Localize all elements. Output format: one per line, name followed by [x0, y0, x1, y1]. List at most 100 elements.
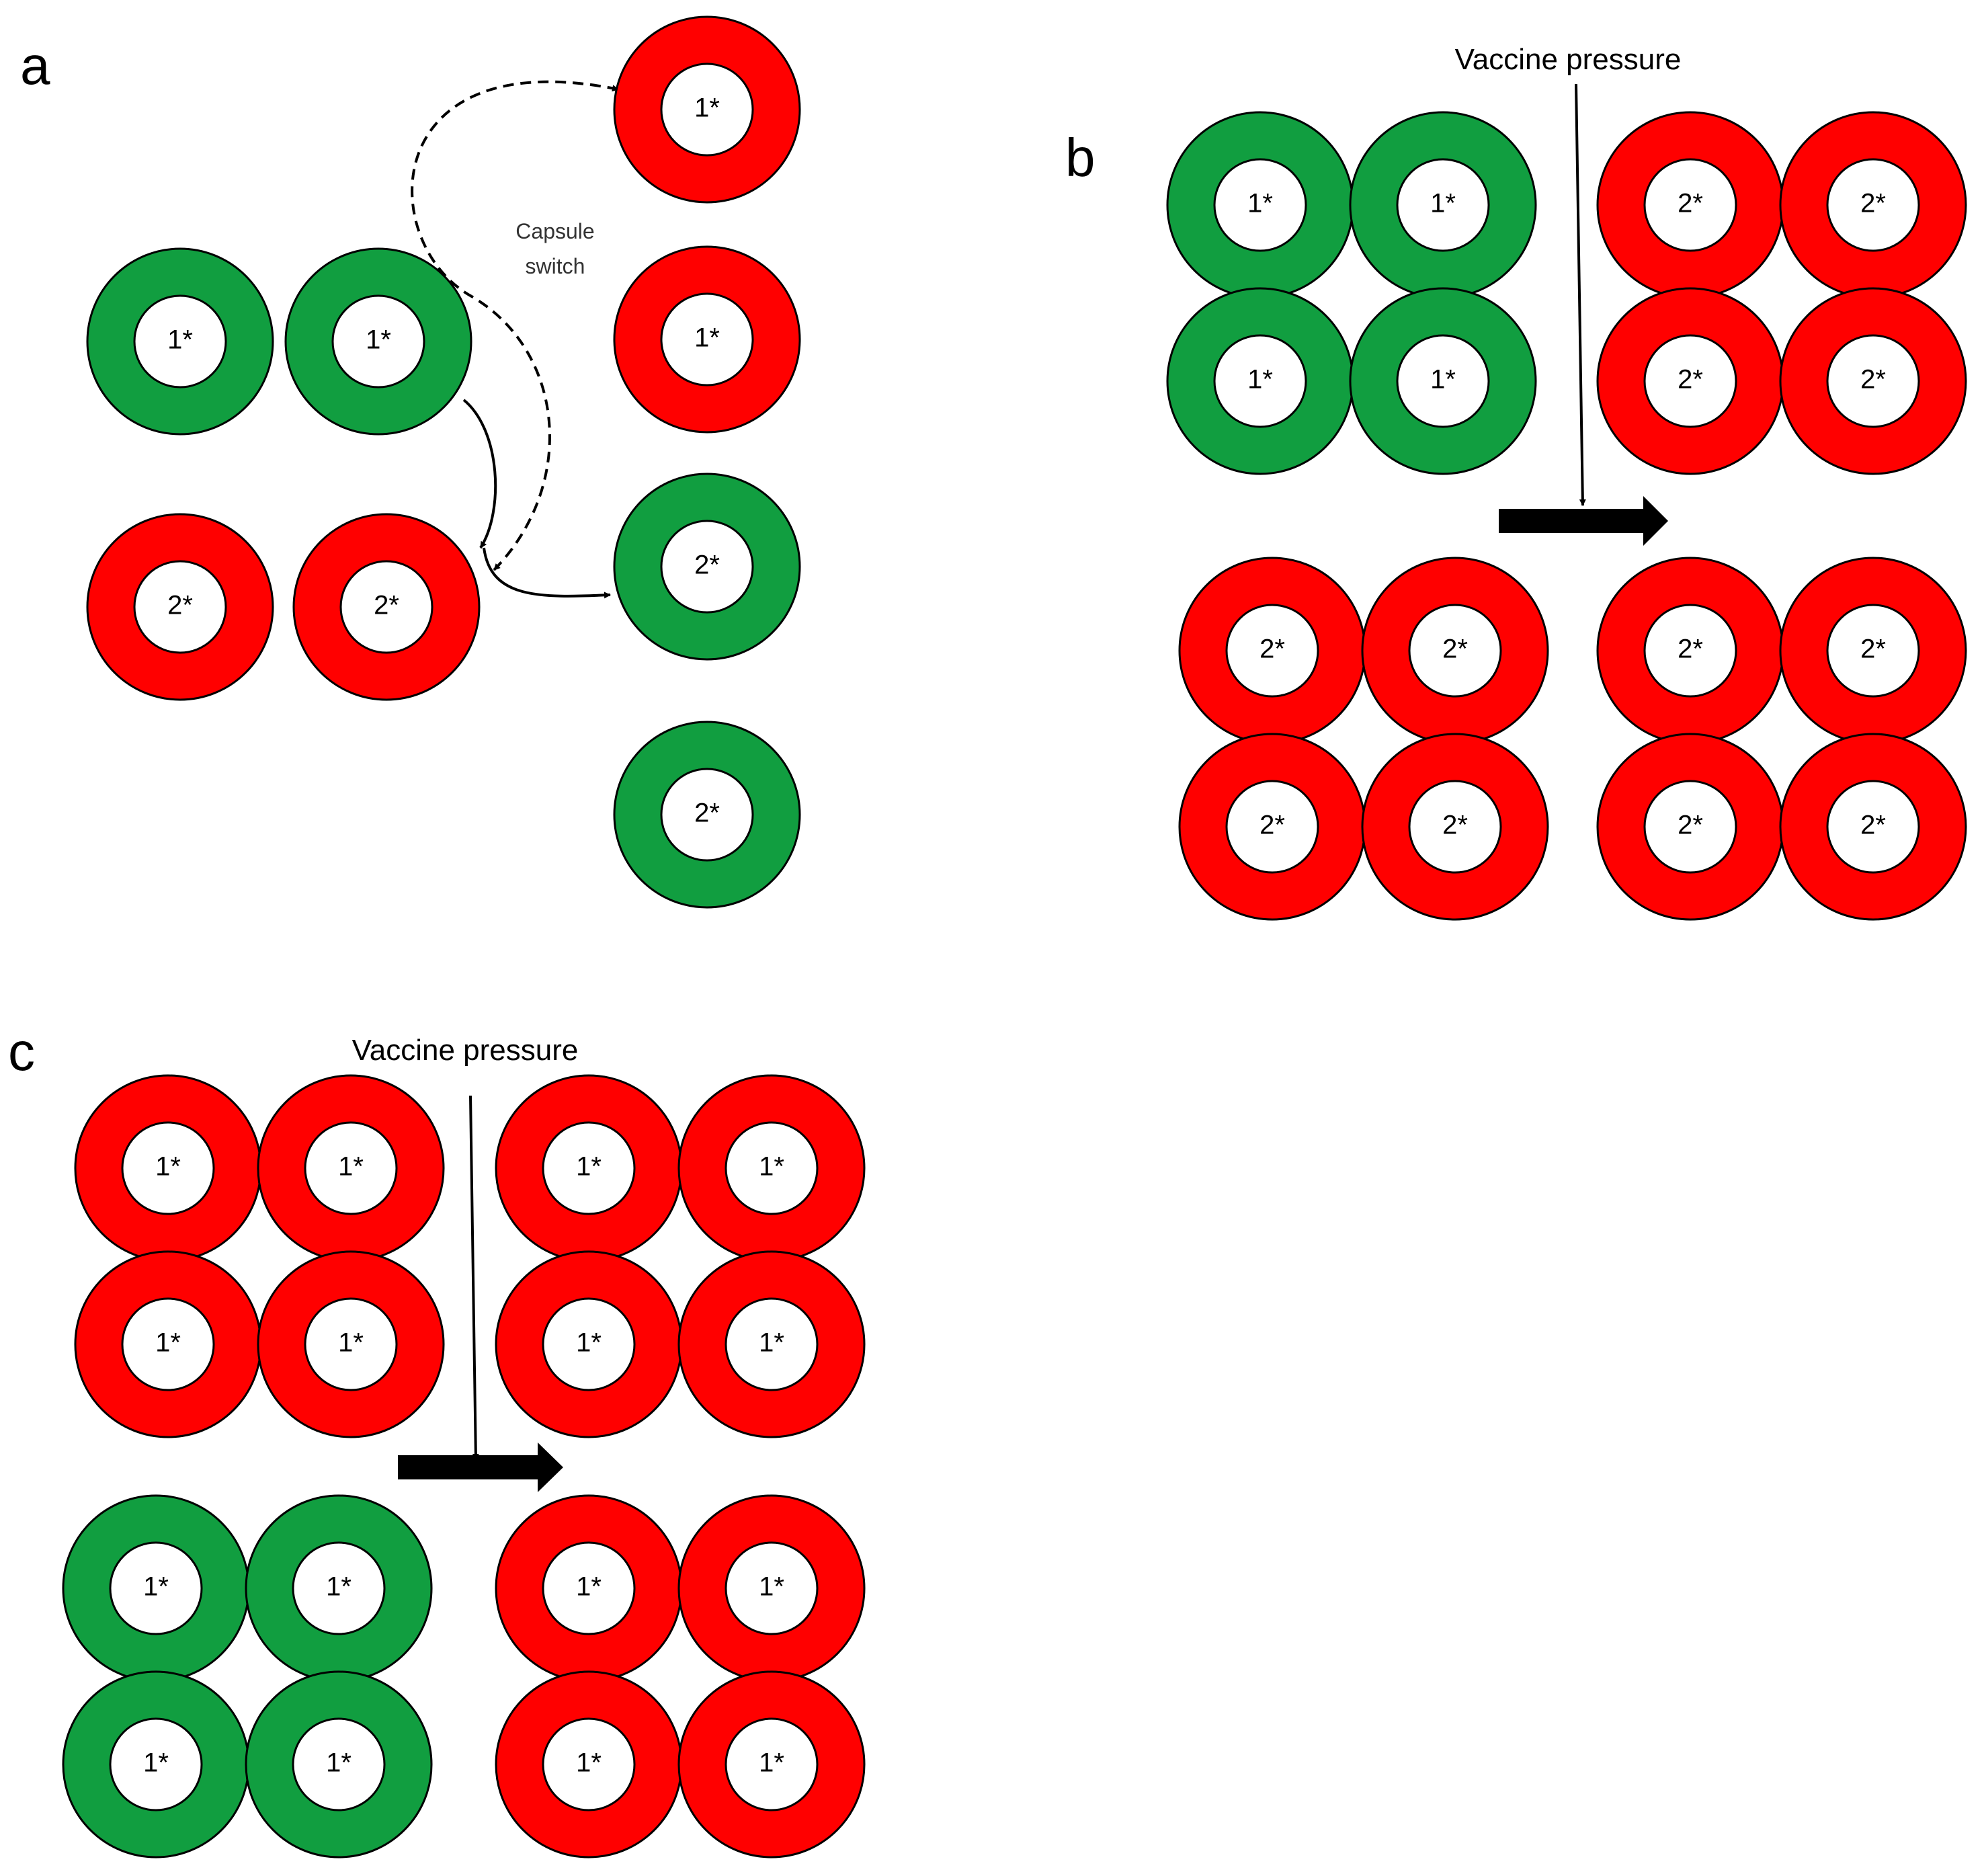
cell-core	[304, 1121, 398, 1215]
panel-label-c: c	[8, 1022, 35, 1082]
serotype-label: 2*	[167, 591, 193, 620]
panel-label-b: b	[1065, 128, 1096, 188]
cell-core	[725, 1297, 819, 1391]
serotype-label: 1*	[1247, 365, 1273, 395]
cell-core	[109, 1541, 203, 1635]
panel-c-group-4-ring-2: 1*	[677, 1494, 866, 1682]
serotype-label: 2*	[1442, 635, 1468, 664]
serotype-label: 1*	[326, 1748, 352, 1778]
panel-b-group-3-ring-4: 2*	[1361, 733, 1549, 921]
panel-b-group-1-ring-2: 1*	[1349, 111, 1537, 299]
panel-c-group-3-ring-4: 1*	[245, 1670, 433, 1859]
cell-core	[660, 63, 754, 157]
solid-arrow-down	[462, 399, 497, 549]
panel-label-a: a	[20, 36, 50, 95]
panel-b-group-4-ring-4: 2*	[1779, 733, 1967, 921]
panel-b-group-2-ring-4: 2*	[1779, 287, 1967, 475]
cell-core	[1826, 604, 1920, 698]
serotype-label: 1*	[759, 1152, 784, 1182]
panel-b-group-3-ring-3: 2*	[1178, 733, 1366, 921]
cell-core	[109, 1717, 203, 1811]
transition-arrow-b	[1499, 496, 1668, 546]
panel-c-group-3-ring-2: 1*	[245, 1494, 433, 1682]
panel-a-ring-2: 1*	[284, 247, 472, 436]
serotype-label: 1*	[576, 1328, 602, 1358]
cell-core	[1225, 604, 1319, 698]
panel-c-group-4-ring-4: 1*	[677, 1670, 866, 1859]
serotype-label: 1*	[155, 1152, 181, 1182]
cell-core	[292, 1541, 386, 1635]
cell-core	[1826, 158, 1920, 252]
serotype-label: 1*	[759, 1328, 784, 1358]
cell-core	[1396, 334, 1490, 428]
serotype-label: 1*	[326, 1572, 352, 1602]
panel-c-group-1-ring-2: 1*	[257, 1074, 445, 1262]
cell-core	[1225, 780, 1319, 874]
cell-core	[1213, 334, 1307, 428]
panel-c-group-3-ring-3: 1*	[62, 1670, 250, 1859]
panel-c-group-3-ring-1: 1*	[62, 1494, 250, 1682]
vaccine-pressure-down-arrow-b	[1575, 83, 1586, 506]
cell-core	[1826, 780, 1920, 874]
vaccine-pressure-down-arrow-c	[469, 1095, 479, 1461]
serotype-label: 1*	[338, 1152, 364, 1182]
serotype-label: 1*	[143, 1748, 169, 1778]
cell-core	[542, 1717, 636, 1811]
serotype-label: 1*	[759, 1572, 784, 1602]
serotype-label: 1*	[167, 325, 193, 355]
panel-a-ring-3: 2*	[86, 513, 274, 701]
serotype-label: 1*	[1247, 189, 1273, 218]
cell-core	[304, 1297, 398, 1391]
panel-c-group-2-ring-4: 1*	[677, 1250, 866, 1438]
serotype-label: 1*	[1430, 365, 1456, 395]
panel-c-group-4-ring-1: 1*	[495, 1494, 683, 1682]
cell-core	[292, 1717, 386, 1811]
serotype-label: 2*	[1259, 635, 1285, 664]
cell-core	[1643, 604, 1737, 698]
cell-core	[121, 1121, 215, 1215]
serotype-label: 2*	[1860, 635, 1886, 664]
capsule-switch-caption-line2: switch	[526, 254, 585, 278]
panel-c-group-1-ring-1: 1*	[74, 1074, 262, 1262]
panel-b-group-1-ring-3: 1*	[1166, 287, 1354, 475]
panel-a-ring-8: 2*	[613, 721, 801, 909]
panel-b-group-1-ring-4: 1*	[1349, 287, 1537, 475]
panel-b-group-4-ring-1: 2*	[1596, 557, 1784, 745]
cell-core	[725, 1717, 819, 1811]
panel-b-group-2-ring-2: 2*	[1779, 111, 1967, 299]
cell-core	[133, 560, 227, 654]
serotype-label: 2*	[694, 799, 720, 828]
panel-c-group-2-ring-1: 1*	[495, 1074, 683, 1262]
cell-core	[121, 1297, 215, 1391]
transition-arrow-c	[398, 1442, 563, 1492]
capsule-switch-dashed-arrow-up	[411, 80, 619, 571]
serotype-label: 1*	[576, 1572, 602, 1602]
panel-a-ring-5: 1*	[613, 15, 801, 204]
serotype-label: 1*	[759, 1748, 784, 1778]
panel-a-ring-7: 2*	[613, 473, 801, 661]
serotype-label: 2*	[1860, 365, 1886, 395]
vaccine-pressure-caption-c: Vaccine pressure	[352, 1034, 579, 1067]
serotype-label: 2*	[1860, 811, 1886, 840]
cell-core	[1396, 158, 1490, 252]
cell-core	[331, 294, 425, 389]
cell-core	[1408, 780, 1502, 874]
panel-c-group-2-ring-3: 1*	[495, 1250, 683, 1438]
panel-a-ring-4: 2*	[292, 513, 481, 701]
panel-c-group-2-ring-2: 1*	[677, 1074, 866, 1262]
cell-core	[339, 560, 433, 654]
serotype-label: 2*	[1678, 811, 1703, 840]
serotype-label: 1*	[576, 1152, 602, 1182]
cell-core	[660, 292, 754, 386]
serotype-label: 2*	[1678, 635, 1703, 664]
cell-core	[1408, 604, 1502, 698]
panel-b-group-2-ring-1: 2*	[1596, 111, 1784, 299]
serotype-label: 2*	[1678, 189, 1703, 218]
cell-core	[1643, 780, 1737, 874]
cell-core	[1213, 158, 1307, 252]
cell-core	[542, 1121, 636, 1215]
serotype-label: 1*	[694, 93, 720, 123]
panel-a-ring-1: 1*	[86, 247, 274, 436]
serotype-label: 2*	[1860, 189, 1886, 218]
cell-core	[660, 768, 754, 862]
